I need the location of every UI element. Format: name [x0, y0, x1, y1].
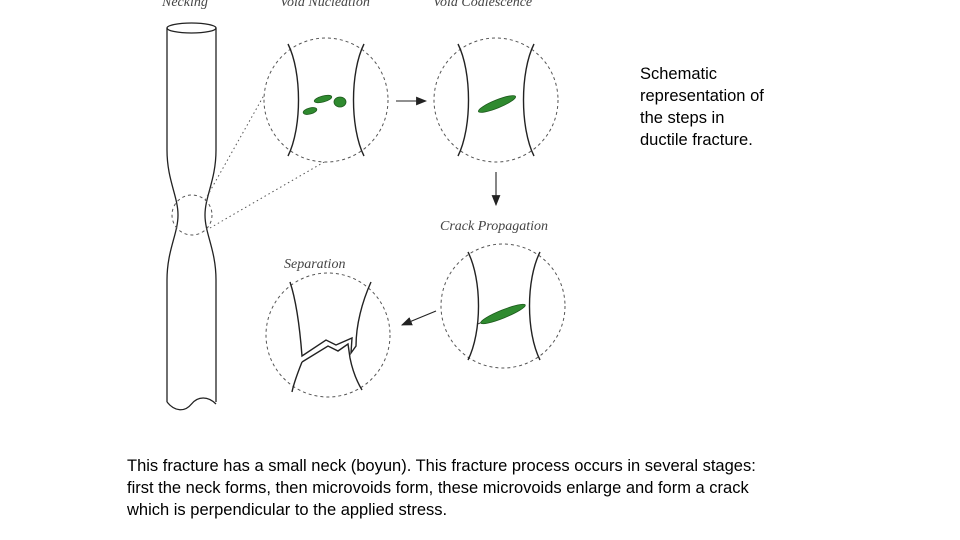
coalesced-void	[477, 95, 517, 113]
fracture-description: This fracture has a small neck (boyun). …	[127, 455, 847, 521]
void	[313, 94, 333, 104]
label-void-nucleation: Void Nucleation	[280, 0, 370, 10]
arrow-to-separation	[400, 310, 437, 326]
diagram-caption: Schematic representation of the steps in…	[640, 63, 800, 151]
caption-line: the steps in	[640, 109, 725, 127]
caption-line: representation of	[640, 87, 764, 105]
label-crack-propagation: Crack Propagation	[440, 219, 548, 234]
crack	[480, 303, 526, 325]
caption-line: ductile fracture.	[640, 131, 753, 149]
necked-specimen	[166, 22, 217, 411]
label-separation: Separation	[284, 257, 345, 272]
void-coalescence-detail	[433, 37, 559, 163]
caption-line: Schematic	[640, 65, 718, 83]
void-nucleation-detail	[263, 37, 389, 163]
label-necking: Necking	[161, 0, 208, 10]
description-line: first the neck forms, then microvoids fo…	[127, 479, 749, 497]
void	[333, 96, 347, 108]
description-line: This fracture has a small neck (boyun). …	[127, 457, 756, 475]
void	[302, 107, 318, 115]
crack-propagation-detail	[440, 243, 566, 369]
neck-region-circle	[171, 194, 213, 236]
label-void-coalescence: Void Coalescence	[433, 0, 532, 10]
separation-detail	[265, 272, 391, 398]
description-line: which is perpendicular to the applied st…	[127, 501, 448, 519]
